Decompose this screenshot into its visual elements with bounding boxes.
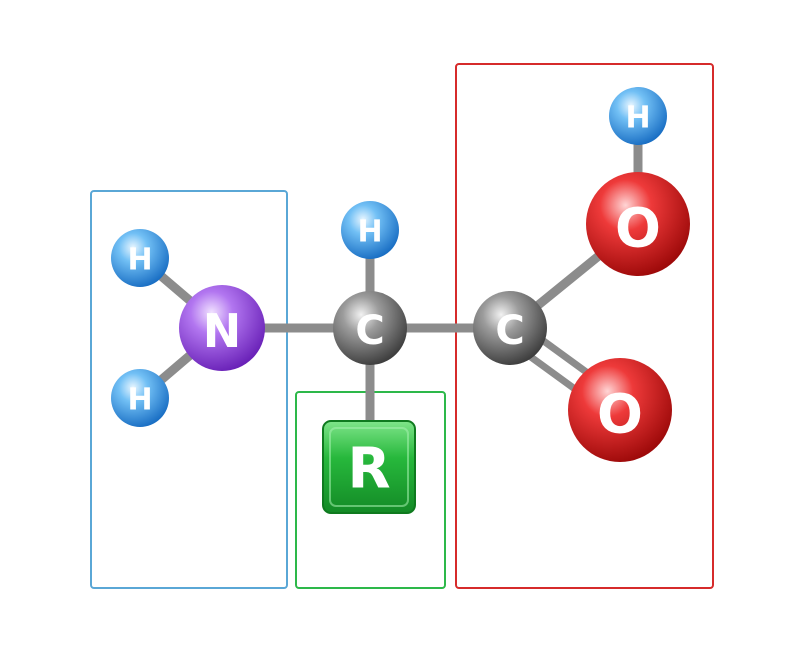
side-chain-r-label: R [347, 437, 390, 502]
side-chain-r-tile-inner [329, 427, 409, 507]
side-chain-r: R [322, 420, 416, 514]
atom-label: H [357, 215, 382, 250]
atom-label: C [355, 308, 384, 354]
atom-sphere [111, 369, 169, 427]
atom-sphere [333, 291, 407, 365]
atom-label: N [203, 304, 242, 358]
hydrogen-atom-alpha: H [341, 201, 399, 259]
atom-sphere [111, 229, 169, 287]
carbon-atom-carboxyl: C [473, 291, 547, 365]
nitrogen-atom: N [179, 285, 265, 371]
oxygen-atom-carbonyl: O [568, 358, 672, 462]
atom-sphere [473, 291, 547, 365]
hydrogen-atom-amino-top: H [111, 229, 169, 287]
atom-label: H [625, 101, 650, 136]
atom-label: O [615, 197, 661, 260]
atom-label: C [495, 308, 524, 354]
amino-group-box [90, 190, 288, 589]
hydrogen-atom-amino-bottom: H [111, 369, 169, 427]
oxygen-atom-hydroxyl: O [586, 172, 690, 276]
atom-label: O [597, 383, 643, 446]
hydrogen-atom-hydroxyl: H [609, 87, 667, 145]
side-chain-r-tile [322, 420, 416, 514]
carbon-atom-alpha: C [333, 291, 407, 365]
atom-sphere [568, 358, 672, 462]
atom-sphere [586, 172, 690, 276]
atom-sphere [609, 87, 667, 145]
atom-label: H [127, 243, 152, 278]
atoms: H H N H C C H O [111, 87, 690, 462]
atom-label: H [127, 383, 152, 418]
atom-sphere [179, 285, 265, 371]
atom-sphere [341, 201, 399, 259]
